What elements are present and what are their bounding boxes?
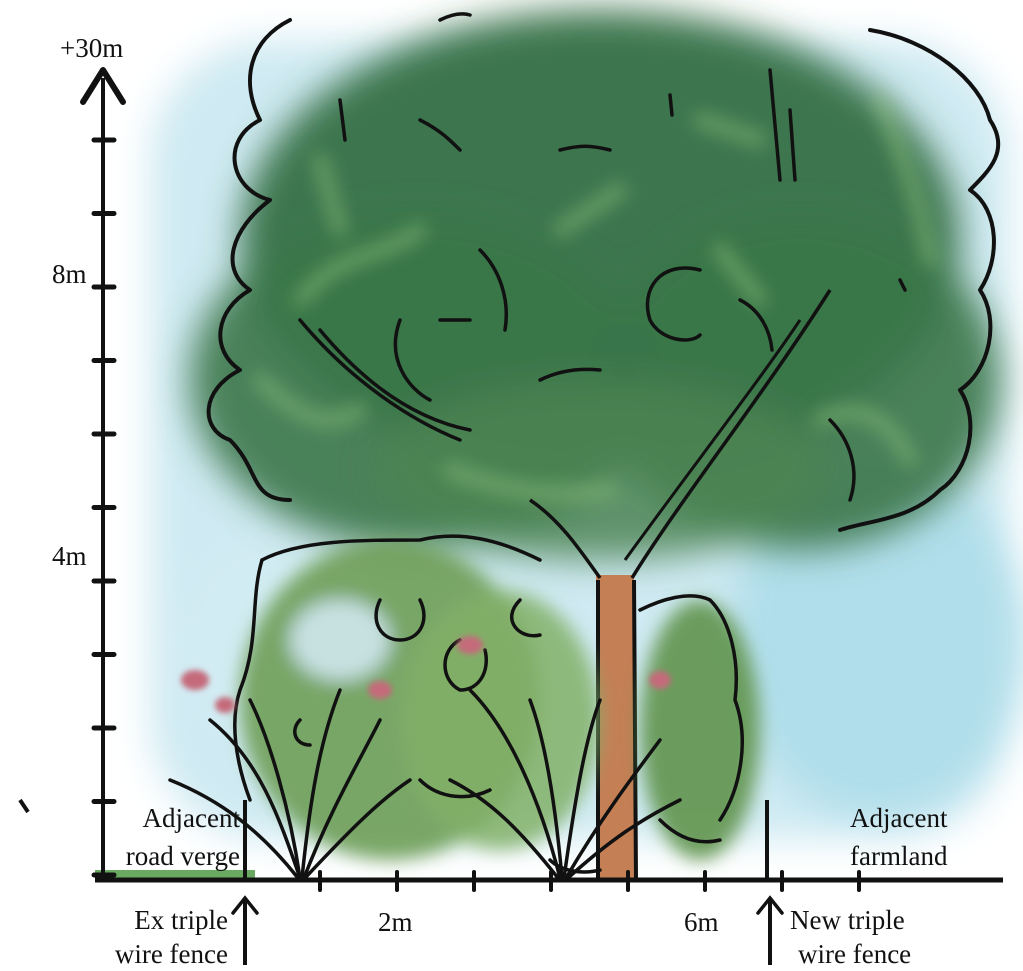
left-fence-label-line1: Ex triple [80, 904, 228, 936]
right-zone-label-line1: Adjacent [850, 802, 947, 834]
scale-top-label: +30m [60, 32, 123, 64]
scale-label-8m: 8m [52, 258, 87, 290]
left-fence-label-line2: wire fence [80, 938, 228, 970]
scale-label-4m: 4m [52, 540, 87, 572]
ground-line [95, 870, 1003, 890]
right-fence-label-line1: New triple [790, 904, 905, 936]
distance-label-6m: 6m [684, 906, 719, 938]
distance-label-2m: 2m [378, 906, 413, 938]
right-fence-label-line2: wire fence [798, 938, 911, 970]
right-zone-label-line2: farmland [850, 840, 947, 872]
stray-mark [20, 800, 28, 812]
vertical-axis [83, 70, 123, 880]
left-zone-label-line2: road verge [100, 840, 240, 872]
left-zone-label-line1: Adjacent [100, 802, 240, 834]
